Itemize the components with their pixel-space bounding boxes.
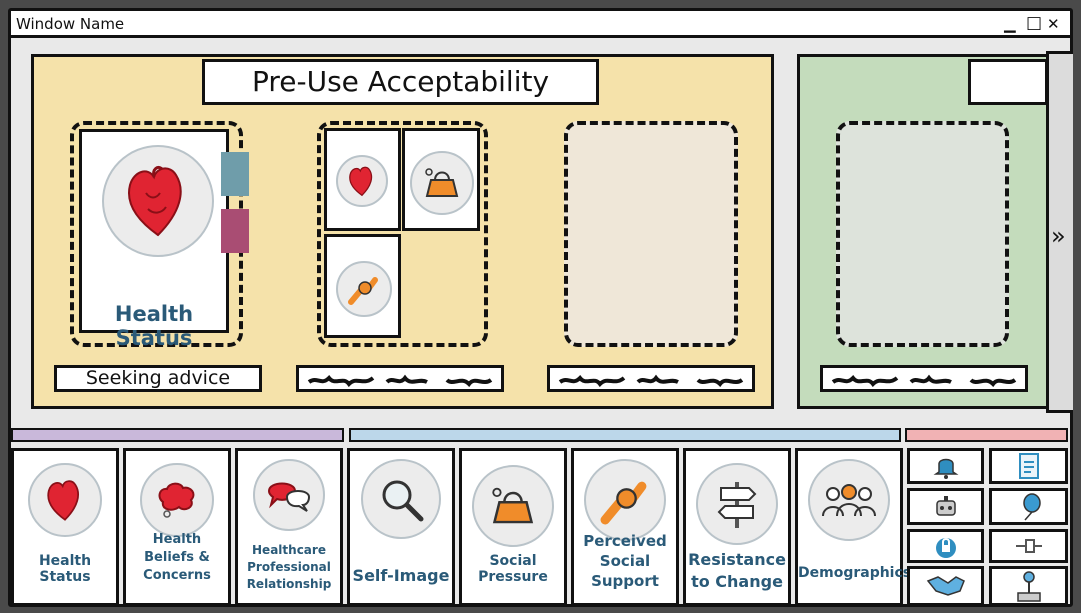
card-demographics[interactable]: Demographics: [795, 448, 912, 606]
card-label: Demographics: [798, 565, 912, 581]
heart-icon: [336, 155, 388, 207]
placeholder-scribble: [307, 374, 493, 387]
slot-2-label[interactable]: [296, 365, 504, 392]
acceptability-panel: Pre-Use Acceptability Health Status: [31, 54, 774, 409]
people-group-icon: [808, 459, 890, 541]
robot-icon[interactable]: [907, 488, 984, 525]
maximize-button[interactable]: □: [1026, 13, 1043, 33]
window-title: Window Name: [16, 15, 125, 33]
handshake-grip-icon: [584, 459, 666, 541]
mini-card-heart[interactable]: [324, 128, 401, 231]
card-label: Health Status: [38, 553, 92, 585]
tab-magenta[interactable]: [221, 209, 249, 253]
card-health-beliefs[interactable]: Health Beliefs & Concerns: [123, 448, 231, 606]
chevron-double-right-icon: »: [1051, 222, 1066, 250]
thought-bubble-icon: [140, 463, 214, 537]
card-label: Self-Image: [352, 566, 450, 585]
health-status-card-label: Health Status: [114, 302, 194, 350]
health-status-card[interactable]: Health Status: [79, 129, 229, 350]
balloon-icon[interactable]: [989, 488, 1068, 525]
category-band-red: [905, 428, 1068, 442]
mini-card-handshake[interactable]: [324, 234, 401, 338]
slot-3-label[interactable]: [547, 365, 755, 392]
close-button[interactable]: ✕: [1047, 15, 1060, 33]
drop-slot-4[interactable]: [836, 121, 1009, 347]
card-self-image[interactable]: Self-Image: [347, 448, 455, 606]
card-resistance-to-change[interactable]: Resistance to Change: [683, 448, 791, 606]
side-panel-title: [968, 59, 1048, 105]
category-band-purple: [11, 428, 344, 442]
plug-icon[interactable]: [989, 529, 1068, 563]
card-healthcare-relationship[interactable]: Healthcare Professional Relationship: [235, 448, 343, 606]
card-perceived-support[interactable]: Perceived Social Support: [571, 448, 679, 606]
card-label: Health Beliefs & Concerns: [143, 532, 211, 583]
slot-4-label[interactable]: [820, 365, 1028, 392]
drop-slot-2[interactable]: [317, 121, 488, 347]
tab-teal[interactable]: [221, 152, 249, 196]
card-social-pressure[interactable]: Social Pressure: [459, 448, 567, 606]
side-panel: [797, 54, 1053, 409]
placeholder-scribble: [831, 374, 1017, 387]
app-window: Window Name ▁ □ ✕ Pre-Use Acceptability …: [8, 8, 1073, 607]
kettle-icon: [410, 151, 474, 215]
card-label: Social Pressure: [478, 553, 548, 585]
mini-card-kettle[interactable]: [402, 128, 480, 231]
lock-icon[interactable]: [907, 529, 984, 563]
expand-panel-button[interactable]: »: [1046, 51, 1073, 413]
card-label: Resistance to Change: [688, 550, 786, 591]
card-label: Perceived Social Support: [583, 532, 667, 590]
minimize-button[interactable]: ▁: [1004, 15, 1016, 33]
joystick-icon[interactable]: [989, 566, 1068, 606]
heart-icon: [102, 145, 214, 257]
heart-icon: [28, 463, 102, 537]
drop-slot-3[interactable]: [564, 121, 738, 347]
slot-1-label[interactable]: Seeking advice: [54, 365, 262, 392]
handshake-icon[interactable]: [907, 566, 984, 606]
signpost-icon: [696, 463, 778, 545]
category-band-blue: [349, 428, 901, 442]
title-bar: Window Name ▁ □ ✕: [11, 11, 1070, 38]
bell-icon[interactable]: [907, 448, 984, 484]
chat-bubbles-icon: [253, 459, 325, 531]
kettle-icon: [472, 465, 554, 547]
document-icon[interactable]: [989, 448, 1068, 484]
panel-title: Pre-Use Acceptability: [202, 59, 599, 105]
handshake-grip-icon: [336, 261, 392, 317]
card-label: Healthcare Professional Relationship: [246, 543, 332, 591]
card-health-status[interactable]: Health Status: [11, 448, 119, 606]
magnifier-icon: [361, 459, 441, 539]
placeholder-scribble: [558, 374, 744, 387]
